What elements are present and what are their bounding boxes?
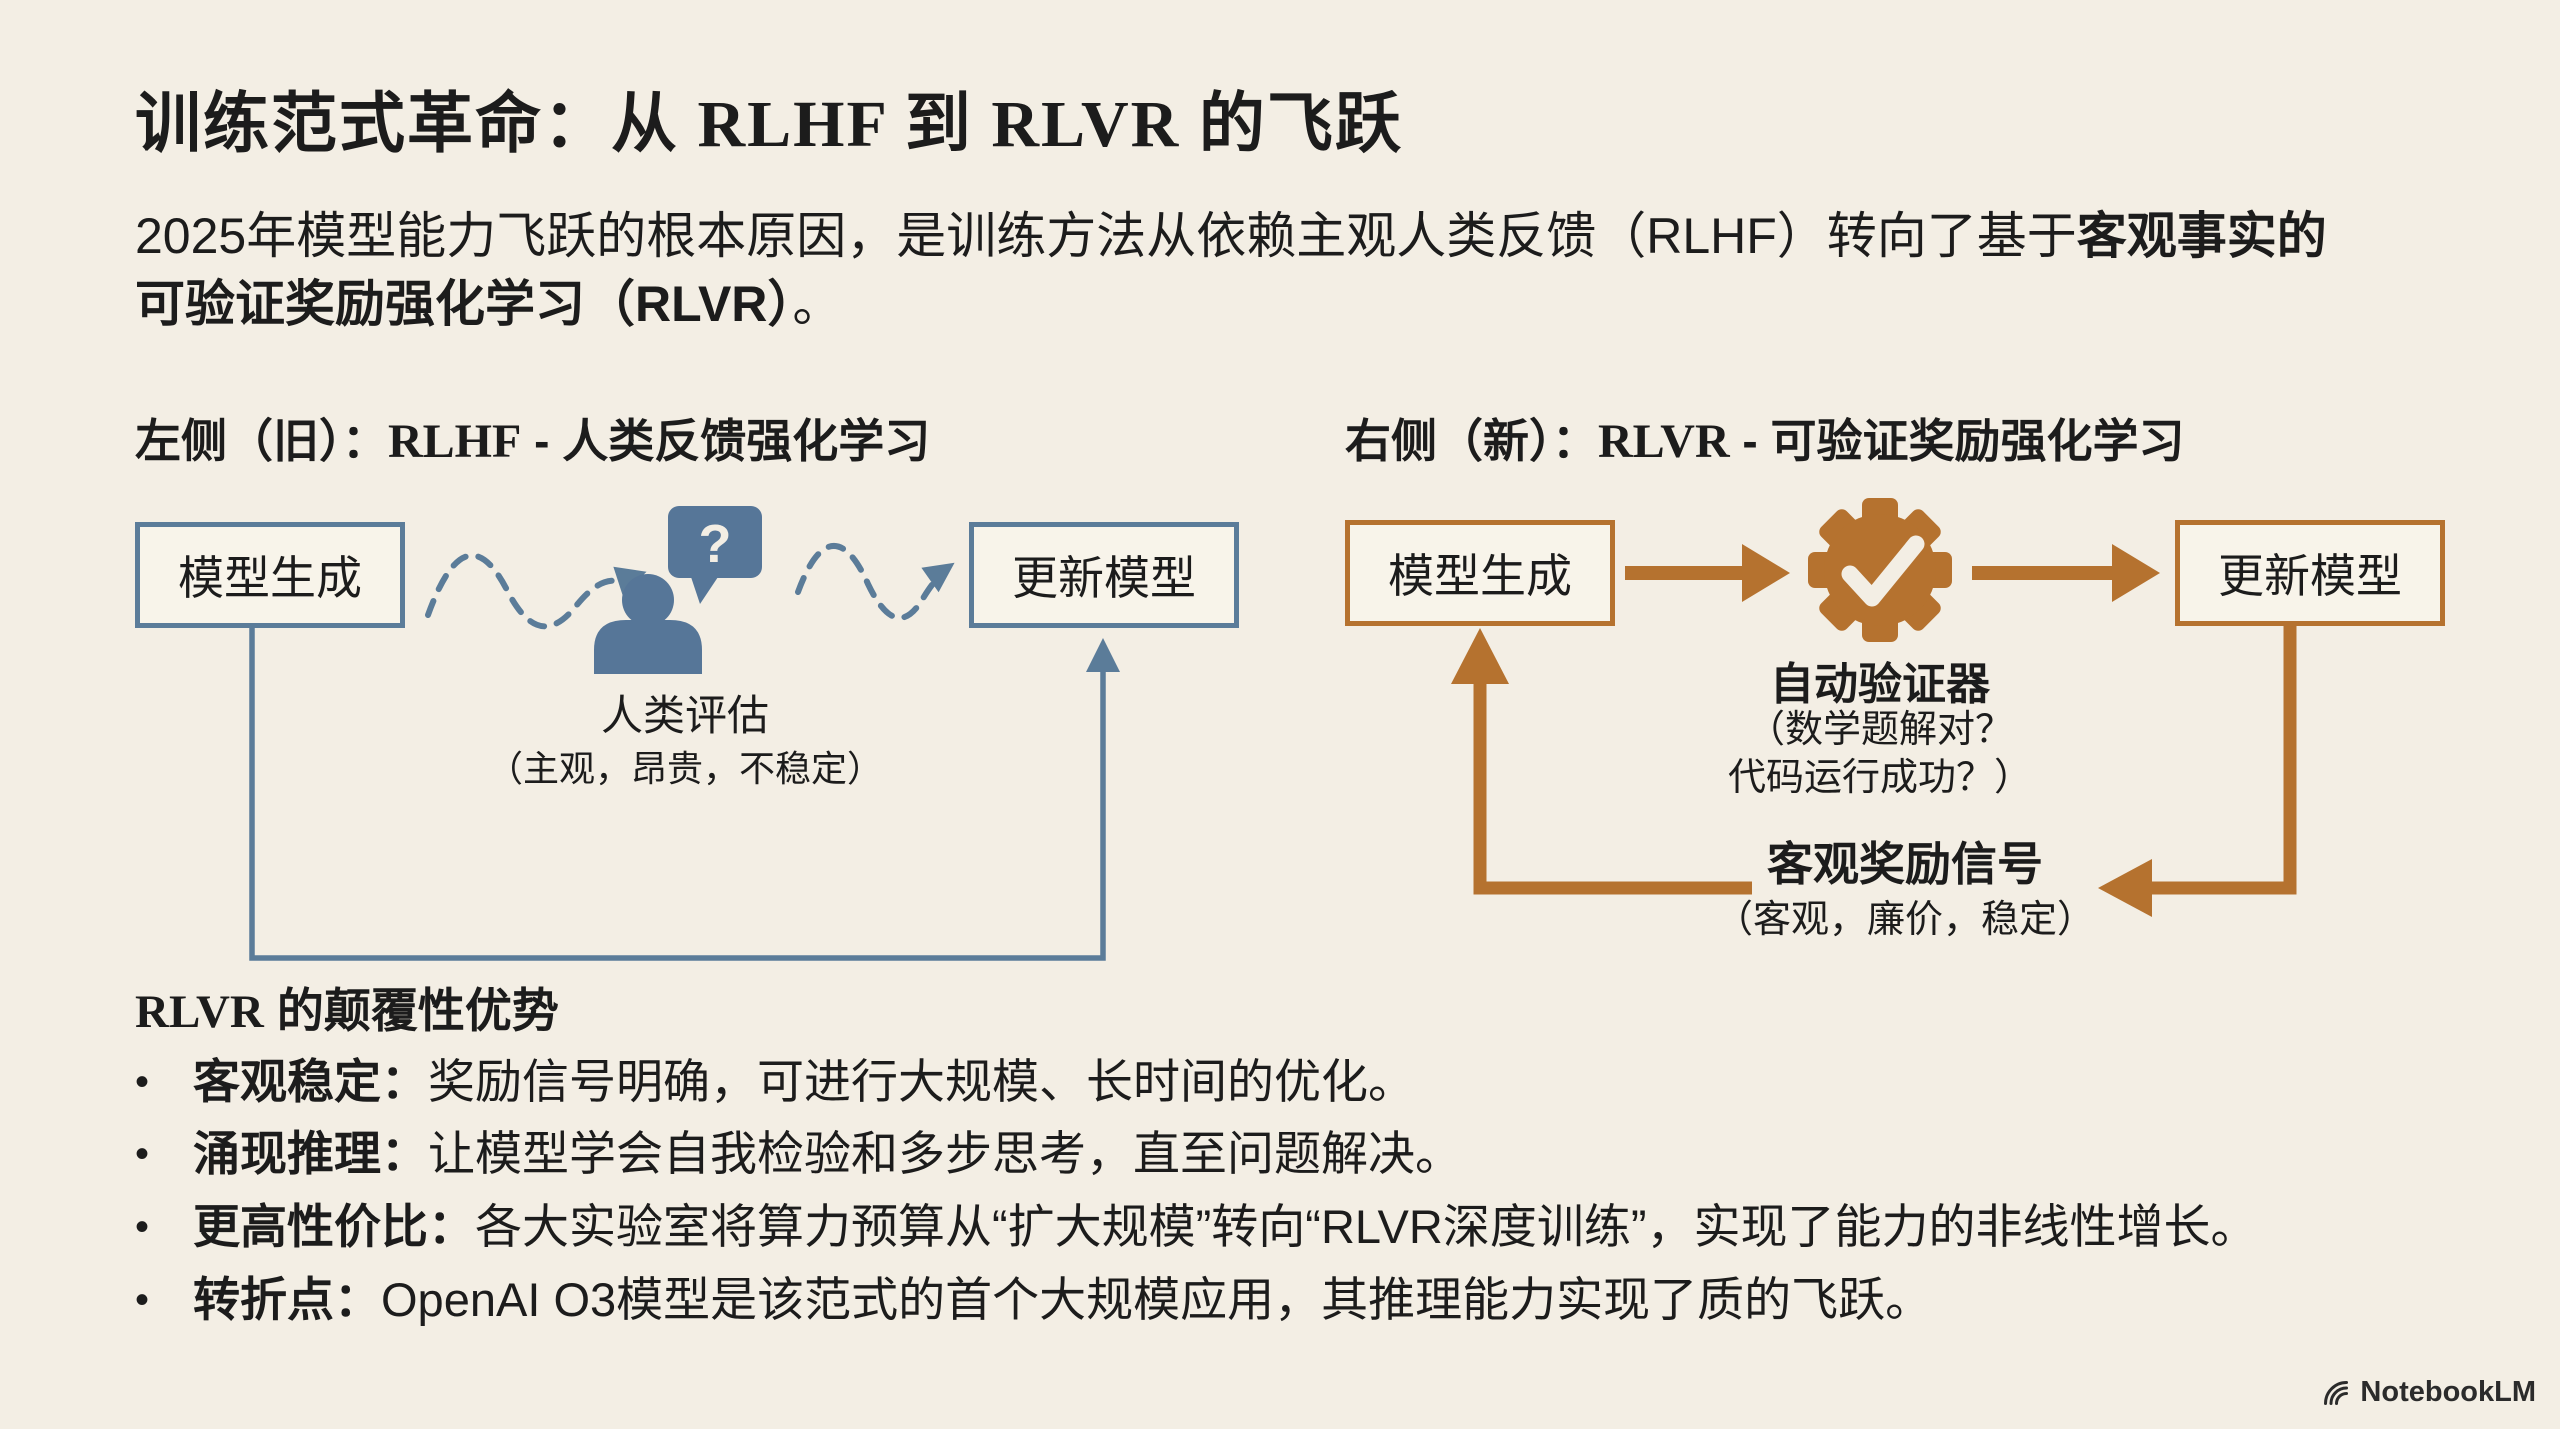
advantages-header-latin: RLVR — [135, 986, 264, 1038]
rlhf-loop-arrowhead-icon — [1086, 638, 1120, 672]
rlhf-dashed-arrowhead-1-icon — [613, 566, 647, 596]
advantage-item-1: • 客观稳定：奖励信号明确，可进行大规模、长时间的优化。 — [135, 1043, 1415, 1112]
advantage-4-lead: 转折点： — [193, 1273, 381, 1326]
auto-verifier-note-2: 代码运行成功？） — [1727, 757, 2033, 799]
rlvr-header-suffix: - 可验证奖励强化学习 — [1729, 415, 2185, 467]
advantage-4-text: OpenAI O3模型是该范式的首个大规模应用，其推理能力实现了质的飞跃。 — [381, 1273, 1933, 1326]
notebooklm-watermark: NotebookLM — [2322, 1376, 2536, 1409]
rlhf-model-generate-box: 模型生成 — [135, 522, 405, 628]
rlvr-section-header: 右侧（新）：RLVR - 可验证奖励强化学习 — [1345, 405, 2185, 471]
page-title: 训练范式革命：从 RLHF 到 RLVR 的飞跃 — [135, 88, 1403, 161]
auto-verifier-label: 自动验证器 — [1770, 660, 1990, 709]
advantages-header: RLVR 的颠覆性优势 — [135, 972, 559, 1041]
intro-text-bold-2: 可验证奖励强化学习（RLVR） — [135, 276, 793, 332]
rlhf-dashed-arrowhead-2-icon — [921, 562, 955, 593]
rlhf-header-latin: RLHF — [388, 415, 522, 468]
svg-text:?: ? — [699, 514, 732, 574]
rlvr-model-update-label: 更新模型 — [2218, 550, 2402, 602]
human-eval-note: （主观，昂贵，不稳定） — [486, 748, 884, 789]
objective-reward-note: （客观，廉价，稳定） — [1714, 899, 2096, 941]
advantage-2-lead: 涌现推理： — [193, 1127, 428, 1180]
advantage-item-2: • 涌现推理：让模型学会自我检验和多步思考，直至问题解决。 — [135, 1115, 1462, 1184]
advantage-item-4: • 转折点：OpenAI O3模型是该范式的首个大规模应用，其推理能力实现了质的飞… — [135, 1261, 1932, 1330]
rlhf-header-suffix: - 人类反馈强化学习 — [521, 415, 931, 467]
rlvr-arrow-1-shaft — [1625, 566, 1745, 580]
rlhf-header-prefix: 左侧（旧）： — [135, 415, 388, 467]
rlhf-model-generate-label: 模型生成 — [178, 552, 362, 604]
auto-verifier-note-1: （数学题解对？ — [1746, 709, 2014, 751]
rlhf-dashed-arrow-1 — [425, 552, 621, 630]
rlhf-model-update-label: 更新模型 — [1012, 552, 1196, 604]
advantage-2-text: 让模型学会自我检验和多步思考，直至问题解决。 — [428, 1127, 1462, 1180]
intro-paragraph: 2025年模型能力飞跃的根本原因，是训练方法从依赖主观人类反馈（RLHF）转向了… — [135, 202, 2475, 338]
rlvr-loop-up-arrowhead-icon — [1451, 628, 1509, 684]
rlhf-feedback-loop-line — [249, 628, 1106, 961]
notebooklm-logo-icon — [2324, 1380, 2349, 1405]
rlvr-model-generate-box: 模型生成 — [1345, 520, 1615, 626]
bullet-dot: • — [135, 1278, 150, 1322]
advantage-3-lead: 更高性价比： — [193, 1200, 475, 1253]
rlhf-model-update-box: 更新模型 — [969, 522, 1239, 628]
intro-text-bold-1: 客观事实的 — [2076, 208, 2327, 264]
rlvr-loop-right-line — [2152, 626, 2297, 895]
checkmark-icon — [1841, 535, 1925, 607]
advantage-1-text: 奖励信号明确，可进行大规模、长时间的优化。 — [428, 1055, 1415, 1108]
rlvr-model-generate-label: 模型生成 — [1388, 550, 1572, 602]
rlvr-loop-left-arrowhead-icon — [2098, 859, 2152, 917]
intro-text-end: 。 — [792, 276, 843, 332]
rlvr-model-update-box: 更新模型 — [2175, 520, 2445, 626]
rlvr-loop-left-line — [1473, 678, 1752, 895]
bullet-dot: • — [135, 1060, 150, 1104]
rlvr-arrow-1-head-icon — [1742, 544, 1790, 602]
auto-verifier-gear-icon — [1808, 498, 1952, 642]
notebooklm-label: NotebookLM — [2360, 1376, 2536, 1408]
rlvr-header-prefix: 右侧（新）： — [1345, 415, 1598, 467]
rlvr-arrow-2-shaft — [1972, 566, 2114, 580]
objective-reward-label: 客观奖励信号 — [1767, 838, 2043, 890]
rlhf-section-header: 左侧（旧）：RLHF - 人类反馈强化学习 — [135, 405, 930, 471]
advantage-1-lead: 客观稳定： — [193, 1055, 428, 1108]
rlvr-header-latin: RLVR — [1598, 415, 1730, 468]
bullet-dot: • — [135, 1132, 150, 1176]
advantages-header-rest: 的颠覆性优势 — [263, 984, 559, 1037]
rlhf-dashed-arrow-2 — [795, 543, 941, 621]
advantage-3-text: 各大实验室将算力预算从“扩大规模”转向“RLVR深度训练”，实现了能力的非线性增… — [475, 1200, 2258, 1253]
rlvr-arrow-2-head-icon — [2112, 544, 2160, 602]
bullet-dot: • — [135, 1205, 150, 1249]
human-evaluator-icon — [594, 574, 702, 674]
question-bubble-icon: ? — [668, 506, 762, 604]
advantage-item-3: • 更高性价比：各大实验室将算力预算从“扩大规模”转向“RLVR深度训练”，实现了… — [135, 1188, 2258, 1257]
human-eval-label: 人类评估 — [600, 692, 770, 739]
intro-text-normal: 2025年模型能力飞跃的根本原因，是训练方法从依赖主观人类反馈（RLHF）转向了… — [135, 208, 2077, 264]
